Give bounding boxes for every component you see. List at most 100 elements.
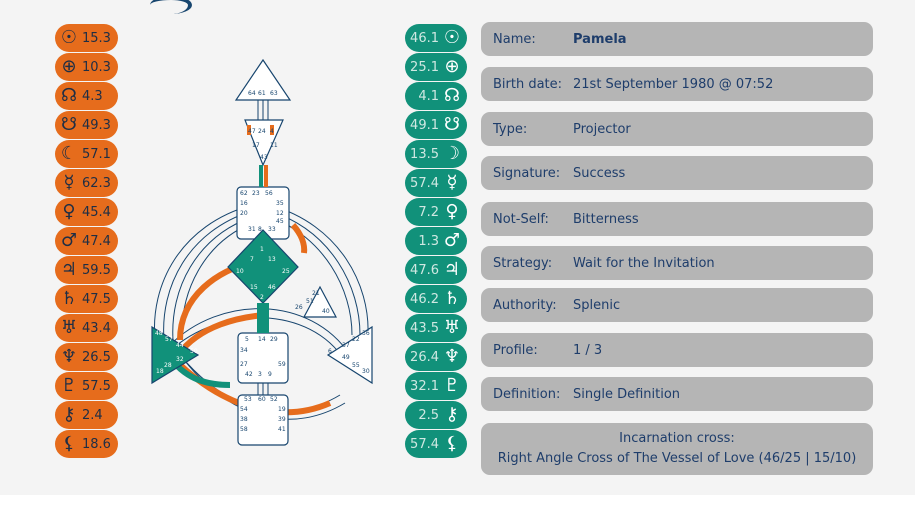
authority-label: Authority: — [493, 297, 557, 313]
gate-value: 2.4 — [82, 407, 103, 423]
gate-label: 17 — [252, 142, 260, 149]
strategy-label: Strategy: — [493, 255, 553, 271]
design-jupiter-pill: 47.6♃ — [405, 256, 467, 284]
gate-label: 21 — [312, 290, 320, 297]
gate-value: 57.4 — [410, 436, 439, 452]
profile-label: Profile: — [493, 342, 538, 358]
chiron-icon: ⚷ — [445, 404, 459, 425]
gate-value: 25.1 — [410, 59, 439, 75]
gate-value: 2.5 — [418, 407, 439, 423]
info-row-birth-date: Birth date: 21st September 1980 @ 07:52 — [481, 67, 873, 101]
gate-label: 58 — [240, 426, 248, 433]
gate-label: 9 — [268, 371, 272, 378]
gate-label: 47 — [248, 128, 256, 135]
type-label: Type: — [493, 121, 528, 137]
gate-value: 15.3 — [82, 30, 111, 46]
lilith-icon: ⚸ — [62, 433, 76, 454]
gate-label: 45 — [276, 218, 284, 225]
gate-label: 32 — [176, 356, 184, 363]
gate-label: 56 — [265, 190, 273, 197]
gate-label: 11 — [270, 142, 278, 149]
gate-label: 8 — [258, 226, 262, 233]
gate-label: 50 — [190, 348, 198, 355]
gate-label: 15 — [250, 284, 258, 291]
design-mercury-pill: 57.4☿ — [405, 169, 467, 197]
north-node-icon: ☊ — [61, 85, 77, 106]
info-row-authority: Authority: Splenic — [481, 288, 873, 322]
gate-value: 57.1 — [82, 146, 111, 162]
gate-value: 57.5 — [82, 378, 111, 394]
gate-value: 43.4 — [82, 320, 111, 336]
gate-value: 1.3 — [418, 233, 439, 249]
gate-value: 26.5 — [82, 349, 111, 365]
gate-label: 60 — [258, 396, 266, 403]
gate-label: 29 — [270, 336, 278, 343]
design-moon-pill: 13.5☽ — [405, 140, 467, 168]
venus-icon: ♀ — [445, 201, 459, 222]
gate-value: 43.5 — [410, 320, 439, 336]
birth-date-label: Birth date: — [493, 76, 563, 92]
signature-value: Success — [573, 165, 626, 181]
design-mars-pill: 1.3♂ — [405, 227, 467, 255]
info-row-strategy: Strategy: Wait for the Invitation — [481, 246, 873, 280]
design-neptune-pill: 26.4♆ — [405, 343, 467, 371]
personality-mercury-pill: ☿62.3 — [55, 169, 118, 197]
gate-label: 33 — [268, 226, 276, 233]
strategy-value: Wait for the Invitation — [573, 255, 715, 271]
personality-neptune-pill: ♆26.5 — [55, 343, 118, 371]
incarnation-cross-label: Incarnation cross: — [619, 431, 735, 446]
neptune-icon: ♆ — [60, 346, 78, 367]
gate-label: 34 — [240, 347, 248, 354]
chiron-icon: ⚷ — [62, 404, 76, 425]
gate-label: 51 — [306, 298, 314, 305]
gate-label: 18 — [156, 368, 164, 375]
personality-uranus-pill: ♅43.4 — [55, 314, 118, 342]
info-row-name: Name: Pamela — [481, 22, 873, 56]
gate-label: 40 — [322, 308, 330, 315]
gate-label: 16 — [240, 200, 248, 207]
gate-label: 49 — [342, 354, 350, 361]
info-row-definition: Definition: Single Definition — [481, 377, 873, 411]
moon-icon: ☾ — [60, 143, 78, 164]
mars-icon: ♂ — [60, 230, 78, 251]
gate-label: 6 — [328, 348, 332, 355]
gate-value: 4.1 — [418, 88, 439, 104]
design-pluto-pill: 32.1♇ — [405, 372, 467, 400]
authority-value: Splenic — [573, 297, 621, 313]
gate-label: 30 — [362, 368, 370, 375]
personality-lilith-pill: ⚸ 18.6 — [55, 430, 118, 458]
personality-chiron-pill: ⚷ 2.4 — [55, 401, 118, 429]
lilith-icon: ⚸ — [445, 433, 459, 454]
gate-label: 13 — [268, 256, 276, 263]
north-node-icon: ☊ — [444, 85, 460, 106]
design-chiron-pill: 2.5 ⚷ — [405, 401, 467, 429]
gate-label: 2 — [260, 294, 264, 301]
design-venus-pill: 7.2♀ — [405, 198, 467, 226]
gate-label: 31 — [248, 226, 256, 233]
jupiter-icon: ♃ — [60, 259, 78, 280]
gate-value: 49.1 — [410, 117, 439, 133]
gate-value: 18.6 — [82, 436, 111, 452]
gate-label: 24 — [258, 128, 266, 135]
personality-mars-pill: ♂47.4 — [55, 227, 118, 255]
gate-value: 45.4 — [82, 204, 111, 220]
earth-icon: ⊕ — [444, 56, 460, 77]
south-node-icon: ☋ — [444, 114, 460, 135]
design-sun-pill: 46.1☉ — [405, 24, 467, 52]
pluto-icon: ♇ — [60, 375, 78, 396]
gate-value: 4.3 — [82, 88, 103, 104]
neptune-icon: ♆ — [443, 346, 461, 367]
gate-value: 47.5 — [82, 291, 111, 307]
incarnation-cross-value: Right Angle Cross of The Vessel of Love … — [497, 451, 857, 466]
design-uranus-pill: 43.5♅ — [405, 314, 467, 342]
birth-date-value: 21st September 1980 @ 07:52 — [573, 76, 774, 92]
gate-label: 19 — [278, 406, 286, 413]
signature-label: Signature: — [493, 165, 561, 181]
personality-saturn-pill: ♄47.5 — [55, 285, 118, 313]
gate-value: 46.2 — [410, 291, 439, 307]
gate-label: 43 — [260, 154, 268, 161]
gate-label: 28 — [164, 362, 172, 369]
pluto-icon: ♇ — [443, 375, 461, 396]
gate-label: 55 — [352, 362, 360, 369]
